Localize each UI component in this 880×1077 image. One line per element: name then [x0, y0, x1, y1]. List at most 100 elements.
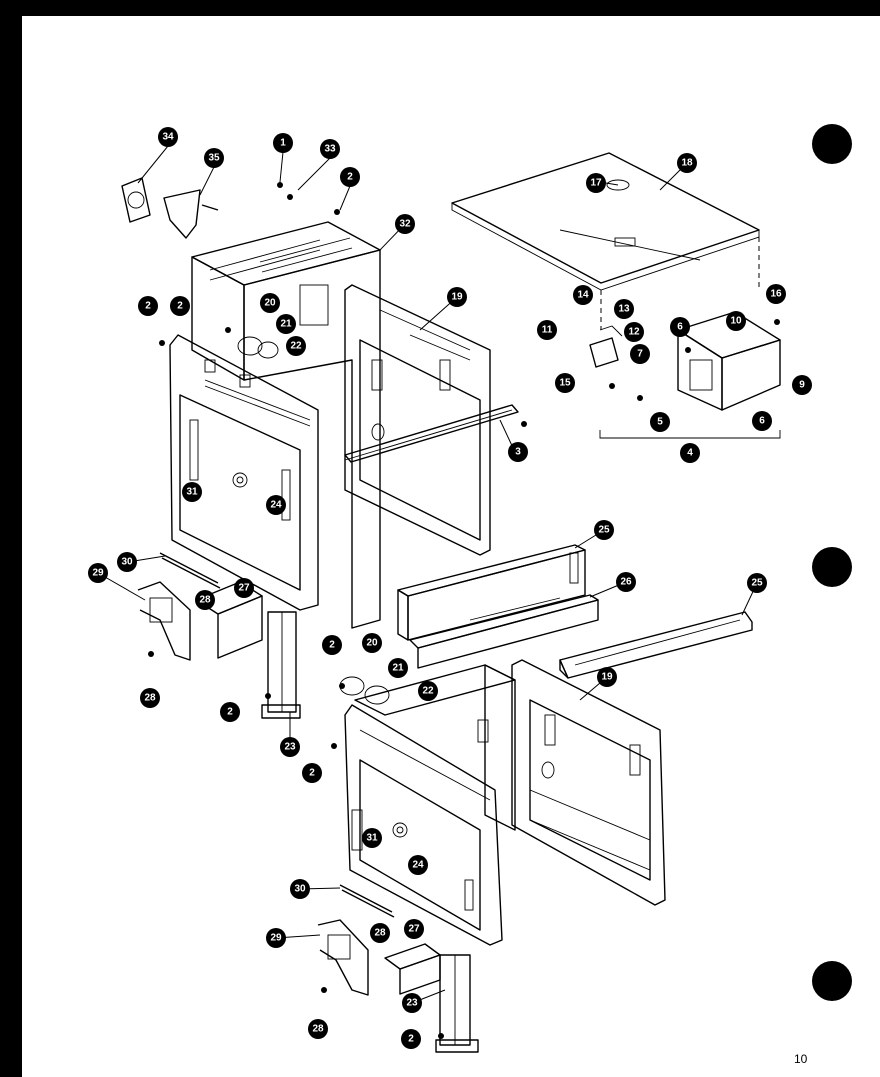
hardware-screws	[148, 182, 527, 1039]
callout-6: 6	[670, 317, 690, 337]
svg-text:24: 24	[270, 500, 282, 511]
middle-trim-strips	[397, 544, 599, 669]
svg-text:10: 10	[730, 316, 742, 327]
callout-29: 29	[266, 928, 286, 948]
svg-text:31: 31	[186, 487, 198, 498]
svg-text:5: 5	[657, 417, 663, 428]
callout-6: 6	[752, 411, 772, 431]
svg-text:28: 28	[199, 595, 211, 606]
callout-31: 31	[362, 828, 382, 848]
callout-28: 28	[308, 1019, 328, 1039]
svg-text:19: 19	[451, 292, 463, 303]
binder-hole-top	[812, 124, 852, 164]
callout-28: 28	[140, 688, 160, 708]
svg-text:22: 22	[290, 341, 302, 352]
svg-text:24: 24	[412, 860, 424, 871]
svg-text:23: 23	[284, 742, 296, 753]
callout-24: 24	[408, 855, 428, 875]
callout-18: 18	[677, 153, 697, 173]
svg-text:20: 20	[264, 298, 276, 309]
svg-text:32: 32	[399, 219, 411, 230]
callout-23: 23	[402, 993, 422, 1013]
upper-side-panel	[344, 284, 491, 556]
callout-9: 9	[792, 375, 812, 395]
svg-text:30: 30	[121, 557, 133, 568]
callouts: 1 33 2 34 35 32 17 18 2 2 20 21 22 19 14…	[88, 127, 812, 1049]
svg-text:31: 31	[366, 833, 378, 844]
svg-text:15: 15	[559, 378, 571, 389]
callout-2: 2	[401, 1029, 421, 1049]
svg-text:25: 25	[751, 578, 763, 589]
svg-text:25: 25	[598, 525, 610, 536]
svg-text:11: 11	[542, 325, 553, 336]
callout-13: 13	[614, 299, 634, 319]
svg-text:20: 20	[366, 638, 378, 649]
callout-20: 20	[260, 293, 280, 313]
bracket-assembly	[589, 311, 781, 439]
svg-text:4: 4	[687, 448, 693, 459]
svg-text:19: 19	[601, 672, 613, 683]
cross-bar	[344, 404, 519, 463]
callout-24: 24	[266, 495, 286, 515]
callout-28: 28	[195, 590, 215, 610]
callout-34: 34	[158, 127, 178, 147]
svg-text:2: 2	[177, 301, 183, 312]
leader-lines	[97, 145, 758, 1004]
svg-text:18: 18	[681, 158, 693, 169]
svg-text:35: 35	[208, 153, 220, 164]
callout-27: 27	[404, 919, 424, 939]
callout-16: 16	[766, 284, 786, 304]
exploded-parts-diagram: 1 33 2 34 35 32 17 18 2 2 20 21 22 19 14…	[88, 127, 812, 1053]
upper-fan-parts	[237, 336, 279, 359]
svg-text:7: 7	[637, 349, 643, 360]
callout-20: 20	[362, 633, 382, 653]
callout-17: 17	[586, 173, 606, 193]
svg-text:23: 23	[406, 998, 418, 1009]
svg-text:22: 22	[422, 686, 434, 697]
svg-text:6: 6	[677, 322, 683, 333]
callout-23: 23	[280, 737, 300, 757]
callout-28: 28	[370, 923, 390, 943]
callout-2: 2	[170, 296, 190, 316]
callout-3: 3	[508, 442, 528, 462]
callout-35: 35	[204, 148, 224, 168]
svg-text:21: 21	[280, 319, 292, 330]
callout-2: 2	[302, 763, 322, 783]
callout-7: 7	[630, 344, 650, 364]
svg-text:27: 27	[408, 924, 420, 935]
callout-2: 2	[220, 702, 240, 722]
callout-30: 30	[117, 552, 137, 572]
callout-32: 32	[395, 214, 415, 234]
svg-text:1: 1	[280, 138, 286, 149]
diagram-sheet: 1 33 2 34 35 32 17 18 2 2 20 21 22 19 14…	[22, 16, 880, 1077]
svg-text:13: 13	[618, 304, 630, 315]
callout-11: 11	[537, 320, 557, 340]
callout-30: 30	[290, 879, 310, 899]
lower-side-panel	[511, 659, 666, 906]
callout-15: 15	[555, 373, 575, 393]
upper-front-frame	[169, 334, 319, 611]
svg-text:2: 2	[227, 707, 233, 718]
svg-text:6: 6	[759, 416, 765, 427]
callout-21: 21	[276, 314, 296, 334]
svg-text:27: 27	[238, 583, 250, 594]
callout-1: 1	[273, 133, 293, 153]
callout-14: 14	[573, 285, 593, 305]
svg-text:33: 33	[324, 144, 336, 155]
callout-2: 2	[138, 296, 158, 316]
callout-25: 25	[594, 520, 614, 540]
svg-text:29: 29	[92, 568, 104, 579]
svg-text:16: 16	[770, 289, 782, 300]
top-cover-panel	[451, 152, 760, 330]
callout-25: 25	[747, 573, 767, 593]
svg-text:17: 17	[590, 178, 602, 189]
callout-22: 22	[418, 681, 438, 701]
callout-26: 26	[616, 572, 636, 592]
callout-19: 19	[597, 667, 617, 687]
svg-text:21: 21	[392, 663, 404, 674]
svg-text:12: 12	[628, 327, 640, 338]
callout-5: 5	[650, 412, 670, 432]
motor-and-bracket	[121, 177, 219, 239]
callout-22: 22	[286, 336, 306, 356]
callout-4: 4	[680, 443, 700, 463]
